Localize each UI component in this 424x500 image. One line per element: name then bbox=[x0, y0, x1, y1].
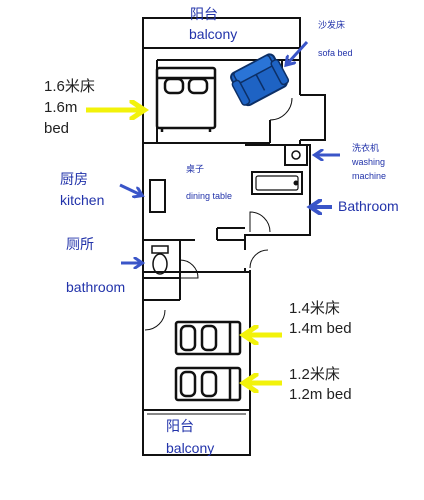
sofa-bed-en: sofa bed bbox=[318, 48, 353, 58]
table-en: dining table bbox=[186, 191, 233, 201]
bed-1-4-icon bbox=[174, 320, 242, 356]
bed14-cn: 1.4米床 bbox=[289, 300, 340, 317]
kitchen-en: kitchen bbox=[60, 192, 105, 208]
bottom-balcony bbox=[142, 410, 251, 456]
bed-1-2-icon bbox=[174, 366, 242, 402]
bathroom-door-swing-2 bbox=[249, 249, 269, 269]
arrow-kitchen bbox=[119, 183, 141, 195]
lower-bedroom bbox=[142, 271, 245, 410]
bed16-m: 1.6m bbox=[44, 99, 78, 116]
sofa-icon bbox=[230, 53, 290, 107]
toilet-cn: 厕所 bbox=[66, 236, 94, 252]
sofa-bed-cn: 沙发床 bbox=[318, 20, 346, 30]
bathroom-right-label: Bathroom bbox=[338, 198, 399, 214]
balcony-top-cn: 阳台 bbox=[190, 6, 218, 22]
bedroom-door-swing bbox=[269, 97, 293, 121]
toilet-door-swing bbox=[179, 259, 199, 279]
bed16-en: bed bbox=[44, 120, 70, 137]
bathroom-door-swing bbox=[249, 211, 271, 233]
toilet-icon bbox=[151, 245, 169, 275]
washing-machine-icon bbox=[284, 144, 308, 166]
bathtub-icon bbox=[251, 171, 303, 195]
stove-icon bbox=[149, 179, 166, 213]
washing-en-2: machine bbox=[352, 171, 387, 181]
bed14-en: 1.4m bed bbox=[289, 320, 352, 337]
bed12-cn: 1.2米床 bbox=[289, 366, 340, 383]
toilet-en: bathroom bbox=[66, 279, 126, 295]
balcony-bottom-cn: 阳台 bbox=[166, 418, 194, 434]
balcony-bottom-en: balcony bbox=[166, 440, 215, 456]
bed16-cn: 1.6米床 bbox=[44, 78, 95, 95]
arrow-sofa bbox=[287, 40, 309, 64]
washing-cn: 洗衣机 bbox=[352, 143, 380, 153]
double-bed-icon bbox=[155, 66, 217, 132]
bed12-en: 1.2m bed bbox=[289, 386, 352, 403]
balcony-top-en: balcony bbox=[189, 26, 238, 42]
kitchen-cn: 厨房 bbox=[60, 171, 88, 187]
table-cn: 桌子 bbox=[186, 164, 205, 174]
washing-en-1: washing bbox=[352, 157, 386, 167]
lower-door-swing bbox=[144, 309, 166, 331]
